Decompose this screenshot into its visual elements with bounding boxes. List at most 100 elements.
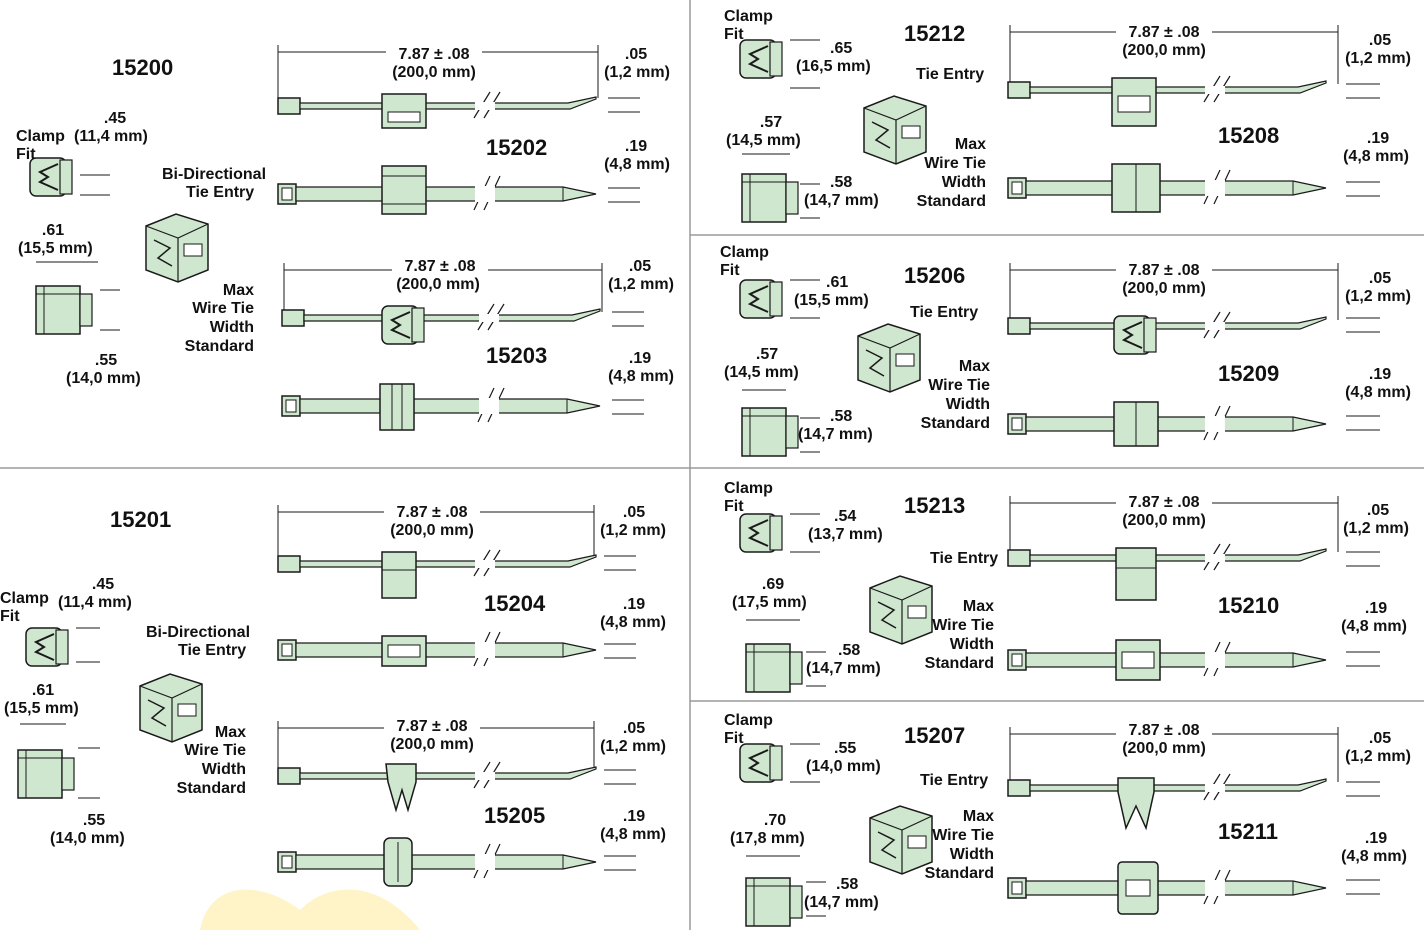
- tie-entry-label-c: Tie Entry: [916, 66, 985, 83]
- side-in-c: .57: [759, 114, 783, 131]
- width-label-b: Width: [201, 761, 246, 778]
- length-dim-e: 7.87 ± .08: [1116, 494, 1212, 512]
- length-dim-d: 7.87 ± .08: [1116, 262, 1212, 280]
- tip-mm-b1: (1,2 mm): [600, 522, 666, 539]
- tie-entry-label-d: Tie Entry: [910, 304, 979, 321]
- clamp-label-e: Clamp: [724, 480, 773, 497]
- standard-label-d: Standard: [920, 415, 990, 432]
- tip-dim-b2: .05: [622, 720, 646, 737]
- max-label-d: Max: [958, 358, 990, 375]
- clamp-label-f: Clamp: [724, 712, 773, 729]
- base-in-b: .55: [82, 812, 106, 829]
- fit-label-e: Fit: [724, 498, 744, 515]
- length-mm-a2: (200,0 mm): [396, 276, 480, 293]
- bidir-label-b: Bi-Directional: [146, 624, 251, 641]
- mount-15203: [379, 383, 415, 431]
- h-mm-d: (14,7 mm): [798, 426, 873, 443]
- mount-15202: [381, 165, 427, 215]
- tip-dim-b1: .05: [622, 504, 646, 521]
- length-dim-f: 7.87 ± .08: [1116, 722, 1212, 740]
- width-label-f: Width: [949, 846, 994, 863]
- side-in-b: .61: [31, 682, 55, 699]
- part-number-15203: 15203: [486, 343, 548, 368]
- part-number-15202: 15202: [486, 135, 548, 160]
- length-mm-c: (200,0 mm): [1122, 42, 1206, 59]
- h-mm-e: (14,7 mm): [806, 660, 881, 677]
- length-mm-b2: (200,0 mm): [390, 736, 474, 753]
- length-dim-c: 7.87 ± .08: [1116, 24, 1212, 42]
- max-label-e: Max: [962, 598, 994, 615]
- base-mm-b: (14,0 mm): [50, 830, 125, 847]
- wire-tie-label-b: Wire Tie: [184, 742, 246, 759]
- length-dim-b1: 7.87 ± .08: [384, 504, 480, 522]
- fit-label-d: Fit: [720, 262, 740, 279]
- max-label-f: Max: [962, 808, 994, 825]
- mount-15200: [381, 93, 427, 129]
- length-mm-a1: (200,0 mm): [392, 64, 476, 81]
- clamp-label-c: Clamp: [724, 8, 773, 25]
- tie-entry-label-a: Tie Entry: [186, 184, 255, 201]
- h-in-d: .58: [830, 408, 853, 425]
- clamp-label-a: Clamp: [16, 128, 65, 145]
- wire-tie-label-f: Wire Tie: [932, 827, 994, 844]
- panel-e-graphics: [739, 496, 1380, 693]
- tip-dim-a1: .05: [624, 46, 648, 63]
- length-mm-b1: (200,0 mm): [390, 522, 474, 539]
- clamp-mm-b: (11,4 mm): [58, 594, 132, 611]
- h-in-c: .58: [830, 174, 853, 191]
- tip-mm-a1: (1,2 mm): [604, 64, 670, 81]
- max-label-a: Max: [222, 282, 254, 299]
- watermark-shape: [200, 889, 420, 930]
- tie-entry-label-f: Tie Entry: [920, 772, 989, 789]
- part-number-15200: 15200: [112, 55, 174, 80]
- h-in-f: .58: [836, 876, 859, 893]
- length-dim-a2: 7.87 ± .08: [392, 258, 488, 276]
- width-mm-a1: (4,8 mm): [604, 156, 670, 173]
- clamp-mm-c: (16,5 mm): [796, 58, 871, 75]
- length-dim-a1: 7.87 ± .08: [386, 46, 482, 64]
- mount-15201-clip: [385, 763, 417, 813]
- base-mm-a: (14,0 mm): [66, 370, 141, 387]
- width-label-d: Width: [945, 396, 990, 413]
- part-number-15201: 15201: [110, 507, 172, 532]
- tip-dim-a2: .05: [628, 258, 652, 275]
- max-label-c: Max: [954, 136, 986, 153]
- fit-label-f: Fit: [724, 730, 744, 747]
- part-number-15213: 15213: [904, 493, 966, 518]
- wire-tie-label-e: Wire Tie: [932, 617, 994, 634]
- bidir-label-a: Bi-Directional: [162, 166, 267, 183]
- width-mm-b1: (4,8 mm): [600, 614, 666, 631]
- width-label-e: Width: [949, 636, 994, 653]
- max-label-b: Max: [214, 724, 246, 741]
- width-dim-a1: .19: [624, 138, 648, 155]
- tip-dim-f: .05: [1368, 730, 1392, 747]
- standard-label-c: Standard: [916, 193, 986, 210]
- panel-f-graphics: [739, 727, 1380, 927]
- clamp-in-b: .45: [91, 576, 115, 593]
- length-mm-f: (200,0 mm): [1122, 740, 1206, 757]
- tip-mm-d: (1,2 mm): [1345, 288, 1411, 305]
- part-number-15204: 15204: [484, 591, 546, 616]
- side-in-e: .69: [761, 576, 785, 593]
- clamp-label-d: Clamp: [720, 244, 769, 261]
- clamp-label-b: Clamp: [0, 590, 49, 607]
- panel-a-graphics: [29, 45, 644, 431]
- width-dim-e: .19: [1364, 600, 1388, 617]
- wire-tie-label-c: Wire Tie: [924, 155, 986, 172]
- side-mm-c: (14,5 mm): [726, 132, 801, 149]
- clamp-in-c: .65: [830, 40, 853, 57]
- side-mm-a: (15,5 mm): [18, 240, 93, 257]
- h-mm-f: (14,7 mm): [804, 894, 879, 911]
- width-mm-b2: (4,8 mm): [600, 826, 666, 843]
- standard-label-f: Standard: [924, 865, 994, 882]
- width-dim-c: .19: [1366, 130, 1390, 147]
- part-number-15209: 15209: [1218, 361, 1280, 386]
- part-number-15205: 15205: [484, 803, 546, 828]
- part-number-15210: 15210: [1218, 593, 1280, 618]
- side-mm-f: (17,8 mm): [730, 830, 805, 847]
- width-mm-a2: (4,8 mm): [608, 368, 674, 385]
- h-in-e: .58: [838, 642, 861, 659]
- side-in-d: .57: [755, 346, 779, 363]
- fit-label-a: Fit: [16, 146, 36, 163]
